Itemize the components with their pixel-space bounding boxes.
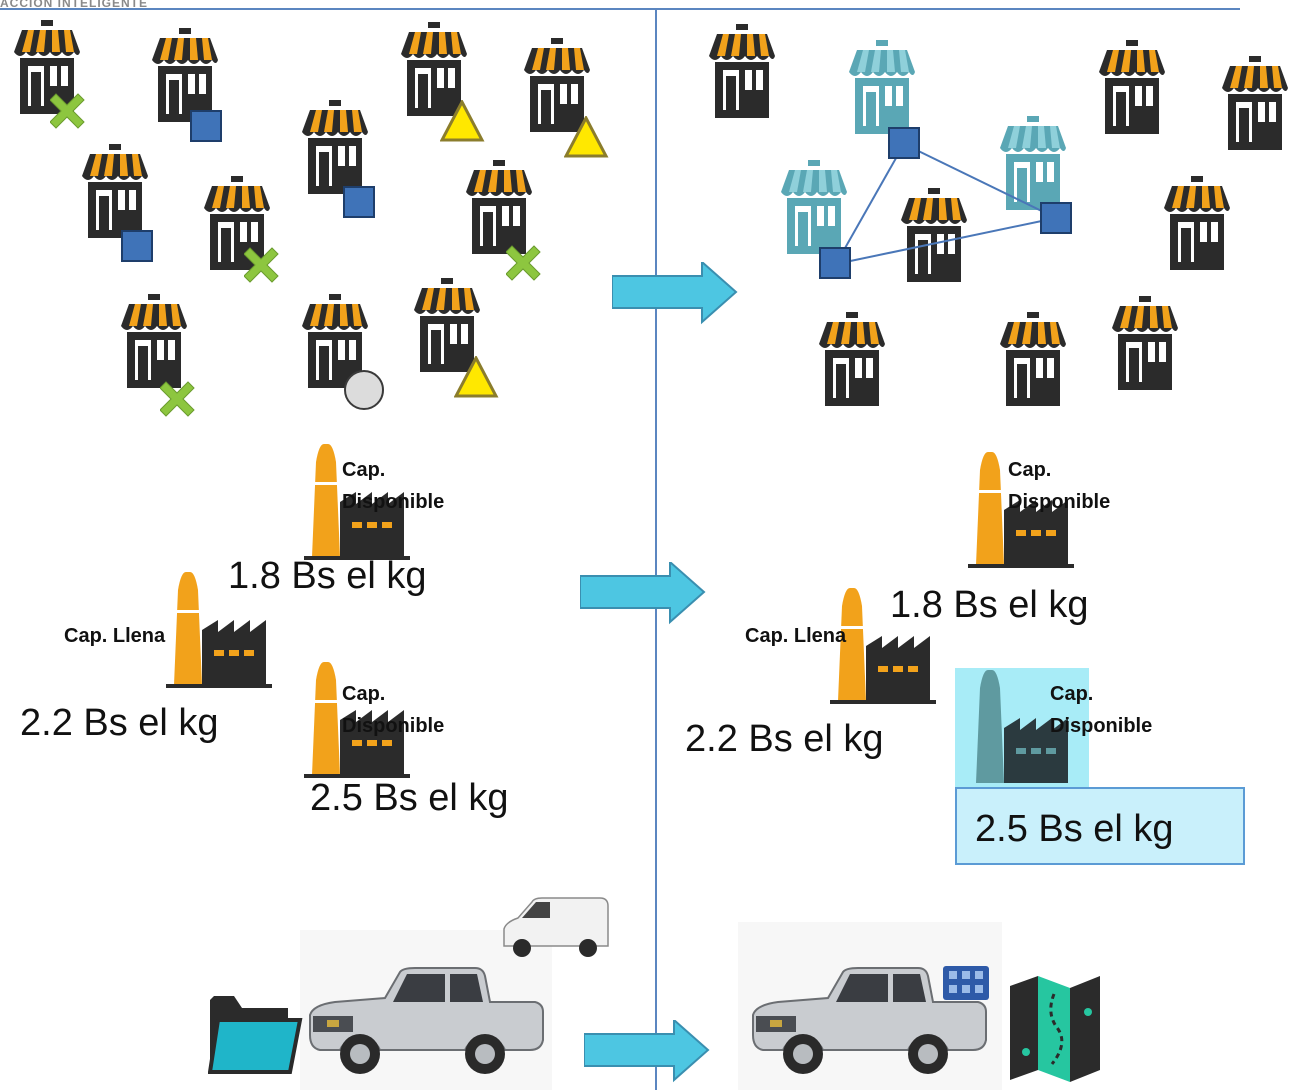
factory-price: 2.5 Bs el kg [310, 777, 509, 819]
store-icon [121, 294, 187, 388]
pickup-truck-icon [309, 967, 544, 1075]
store-icon [819, 312, 885, 406]
factory-icon [166, 572, 272, 688]
top-rule [0, 8, 1240, 10]
factory-capacity-label: Cap. Disponible [1008, 459, 1111, 513]
factory-price: 2.2 Bs el kg [20, 702, 219, 744]
factory-capacity-label: Cap. Llena [745, 625, 847, 647]
circle-marker [344, 370, 384, 410]
van-icon [503, 897, 609, 958]
center-divider [655, 8, 657, 1090]
arrow-right-icon [580, 562, 705, 623]
factory-capacity-label: Cap. Disponible [342, 459, 445, 513]
factory-price: 2.2 Bs el kg [685, 718, 884, 760]
route-lines [835, 143, 1057, 265]
factory-capacity-label: Cap. Disponible [1050, 683, 1153, 737]
factory-capacity-label: Cap. Llena [64, 625, 166, 647]
square-marker [819, 247, 851, 279]
square-marker [1040, 202, 1072, 234]
factory-capacity-label: Cap. Disponible [342, 683, 445, 737]
arrow-right-icon [584, 1020, 709, 1081]
store-icon [1000, 312, 1066, 406]
factory-price: 1.8 Bs el kg [890, 584, 1089, 626]
grid-badge-icon [943, 966, 989, 1000]
square-marker [888, 127, 920, 159]
triangle-marker [454, 356, 498, 398]
factory-price: 1.8 Bs el kg [228, 555, 427, 597]
folder-icon [208, 994, 302, 1074]
factory-price: 2.5 Bs el kg [975, 808, 1174, 850]
factory-icon [830, 588, 936, 704]
map-icon [1008, 974, 1102, 1084]
cross-marker [160, 381, 195, 417]
brand-text: ACCIÓN INTELIGENTE [0, 0, 149, 10]
selected-price-box [955, 787, 1245, 865]
store-icon [1112, 296, 1178, 390]
